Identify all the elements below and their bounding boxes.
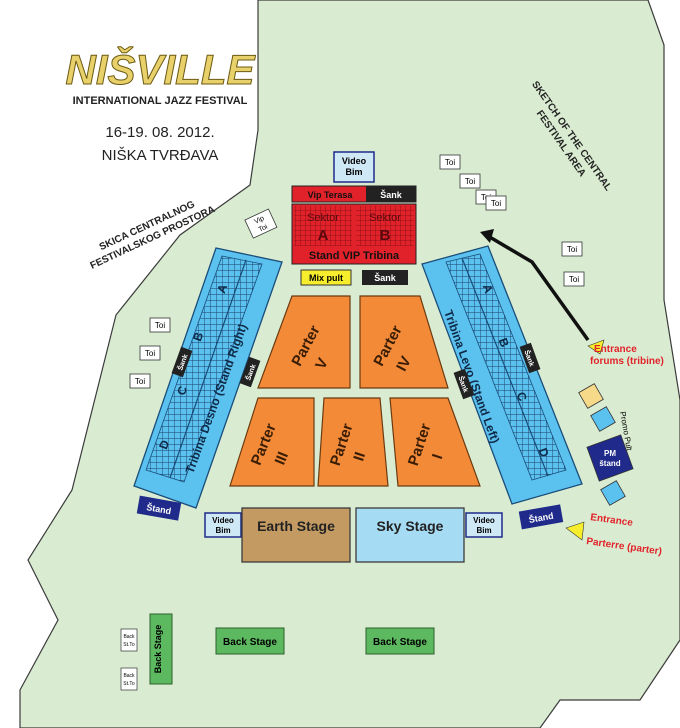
svg-text:St.To: St.To [123,681,135,687]
back-stage-toilets: Back St.To Back St.To [120,628,138,691]
tribina-levo[interactable]: Tribina Levo (Stand Left) A B C D [421,245,583,505]
svg-text:Toi: Toi [135,377,145,386]
pm-stand: PM štand [586,434,634,506]
vip-tribina[interactable]: Vip Terasa Šank Sektor A Sektor B Stand … [291,185,417,265]
sank-right-1: Šank [453,368,475,400]
svg-text:Toi: Toi [491,199,501,208]
video-bim-label: Bim [345,167,362,177]
svg-text:NIŠVILLE: NIŠVILLE [65,45,256,93]
parter-v[interactable]: Parter V [257,295,351,389]
svg-text:Štand: Štand [528,510,555,525]
svg-text:Earth Stage: Earth Stage [257,518,335,534]
svg-text:Štand: Štand [146,501,173,516]
parter-i[interactable]: Parter I [389,397,481,487]
svg-text:Back: Back [123,634,135,640]
sektor-b-letter: B [380,227,391,244]
video-bim-right: Video Bim [465,512,503,538]
sektor-b-label: Sektor [369,212,401,224]
stand-vip-label: Stand VIP Tribina [309,250,400,262]
svg-text:Šank: Šank [374,272,397,283]
venue-name: NIŠKA TVRĐAVA [102,147,219,164]
sektor-a-letter: A [318,227,329,244]
sky-stage[interactable]: Sky Stage [355,507,465,563]
toilets-right: Toi Toi [561,241,585,287]
svg-text:Mix pult: Mix pult [309,273,343,283]
sank-left-1: Šank [171,346,193,378]
earth-stage[interactable]: Earth Stage [241,507,351,563]
svg-text:IV: IV [393,354,415,375]
tribina-desno[interactable]: Tribina Desno (Stand Right) A B C D [133,247,283,509]
video-bim-left: Video Bim [204,512,242,538]
svg-text:Toi: Toi [258,223,269,233]
svg-text:Back Stage: Back Stage [223,637,277,648]
svg-text:Back Stage: Back Stage [373,637,427,648]
entrance-path-arrow [480,229,590,342]
logo-subtitle: INTERNATIONAL JAZZ FESTIVAL [73,95,248,107]
sank-center: Šank [362,270,408,285]
stand-right: Štand [518,504,564,530]
svg-text:Bim: Bim [215,526,230,535]
back-stage-2: Back Stage [365,627,435,655]
toilets-left: Toi Toi Toi [129,317,171,389]
svg-text:Toi: Toi [445,158,455,167]
entrance-forums[interactable]: Entrance forums (tribine) [587,339,664,367]
svg-text:PM: PM [604,449,616,458]
svg-text:Toi: Toi [155,321,165,330]
svg-text:Bim: Bim [476,526,491,535]
svg-text:Video: Video [473,516,495,525]
parter-ii[interactable]: Parter II [317,397,389,487]
sank-label: Šank [380,189,403,200]
svg-text:štand: štand [599,459,620,468]
stand-left: Štand [136,495,182,521]
svg-text:Video: Video [212,516,234,525]
svg-text:Entrance: Entrance [594,344,637,355]
svg-text:Toi: Toi [465,177,475,186]
svg-text:Toi: Toi [569,275,579,284]
sektor-a-label: Sektor [307,212,339,224]
back-stage-vertical: Back Stage [149,613,173,685]
svg-text:I: I [429,452,446,461]
vip-terasa-label: Vip Terasa [308,190,354,200]
sank-right-2: Šank [519,342,541,374]
sank-left-2: Šank [239,356,261,388]
parter-iii[interactable]: Parter III [229,397,315,487]
svg-text:forums (tribine): forums (tribine) [590,356,664,367]
svg-text:Toi: Toi [567,245,577,254]
svg-text:III: III [272,449,292,467]
festival-dates: 16-19. 08. 2012. [105,124,214,141]
video-bim-label: Video [342,156,367,166]
svg-text:Vip: Vip [253,215,265,226]
svg-text:St.To: St.To [123,642,135,648]
svg-text:Back: Back [123,673,135,679]
svg-text:Sky Stage: Sky Stage [377,518,444,534]
logo: NIŠVILLE INTERNATIONAL JAZZ FESTIVAL [65,45,257,108]
toilets-top-right: Toi Toi Toi Toi [439,154,507,211]
vip-toi: Vip Toi [244,208,278,239]
svg-text:Back Stage: Back Stage [153,625,163,674]
back-stage-1: Back Stage [215,627,285,655]
video-bim-top: Video Bim [333,151,375,183]
mix-pult: Mix pult [300,269,352,286]
svg-text:Toi: Toi [145,349,155,358]
parter-iv[interactable]: Parter IV [359,295,449,389]
